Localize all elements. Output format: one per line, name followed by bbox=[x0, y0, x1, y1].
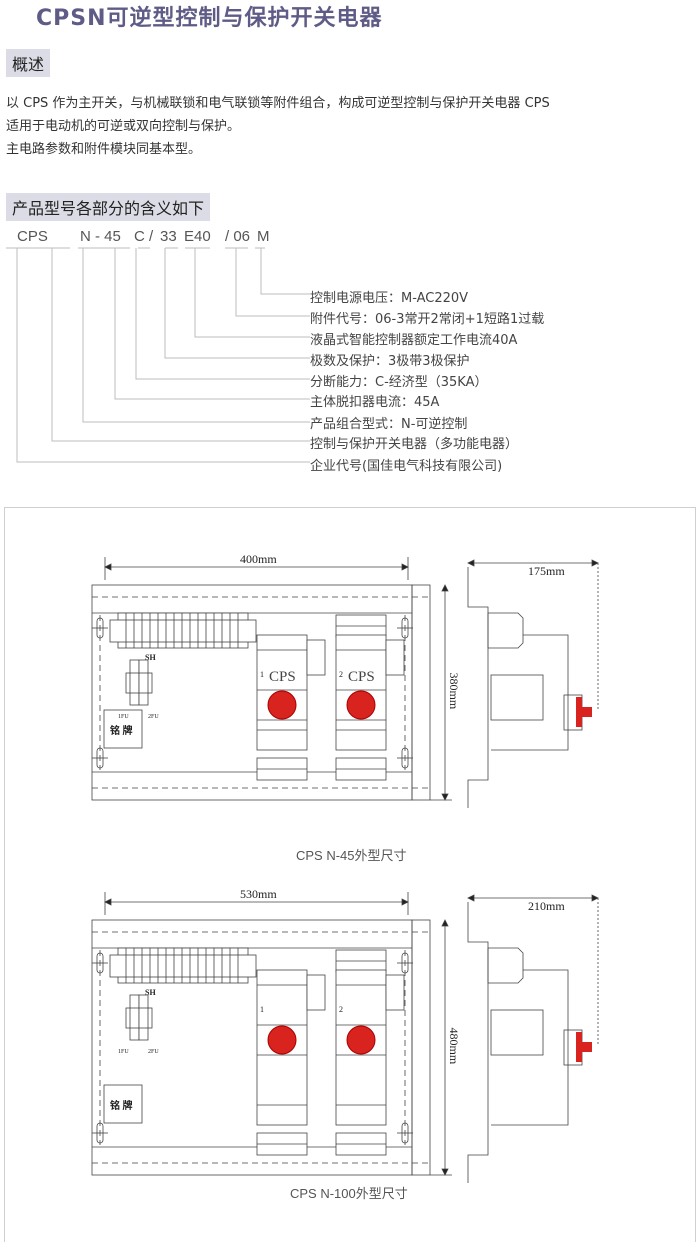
width-label: 530mm bbox=[240, 887, 277, 901]
fuse-label-1: 1FU bbox=[118, 714, 129, 720]
code-part-c: C / bbox=[134, 228, 154, 245]
nameplate-box bbox=[103, 709, 143, 749]
meaning-combination: 产品组合型式：N-可逆控制 bbox=[310, 417, 468, 432]
height-label: 380mm bbox=[447, 673, 461, 710]
fuse-label-2: 2FU bbox=[148, 714, 159, 720]
dimension-arrows bbox=[467, 894, 599, 902]
knob-side-cap bbox=[582, 1042, 592, 1052]
dimension-arrows bbox=[104, 898, 409, 906]
top-terminal-side bbox=[487, 947, 524, 984]
unit-number-1: 1 bbox=[260, 670, 264, 679]
knob-1 bbox=[267, 690, 297, 720]
overview-heading: 概述 bbox=[6, 49, 51, 77]
dimension-arrows bbox=[104, 563, 409, 571]
dimension-arrows bbox=[441, 584, 449, 801]
unit-brand-1: CPS bbox=[269, 669, 296, 685]
knob-side-red bbox=[576, 697, 582, 727]
meaning-breaking-capacity: 分断能力：C-经济型（35KA） bbox=[310, 375, 488, 390]
switch-body-side bbox=[491, 969, 569, 1126]
aux-contact bbox=[385, 974, 405, 1011]
enclosure-side bbox=[411, 919, 431, 1176]
nameplate-label: 铭 牌 bbox=[110, 1099, 133, 1112]
meaning-controller: 液晶式智能控制器额定工作电流40A bbox=[310, 333, 518, 348]
mounting-plate bbox=[467, 902, 489, 1183]
cpsn45-drawing: 400mm 380mm SH 1FU 2FU 铭 牌 1 CPS 2 CPS 175mm bbox=[91, 552, 599, 808]
front-view bbox=[91, 557, 452, 801]
depth-label: 210mm bbox=[528, 899, 565, 913]
unit-number-1: 1 bbox=[260, 1005, 264, 1014]
nameplate-label: 铭 牌 bbox=[110, 724, 133, 737]
knob-1 bbox=[267, 1025, 297, 1055]
code-part-n45: N - 45 bbox=[80, 228, 121, 245]
code-part-06: / 06 bbox=[225, 228, 251, 245]
dimension-arrows bbox=[441, 919, 449, 1176]
knob-side-red bbox=[576, 1032, 582, 1062]
overview-line-2: 适用于电动机的可逆或双向控制与保护。 bbox=[6, 119, 241, 134]
fuse-holder bbox=[125, 1007, 153, 1029]
fuse-label-1: 1FU bbox=[118, 1049, 129, 1055]
cps-unit-1 bbox=[256, 969, 308, 1126]
fuse-holder bbox=[125, 672, 153, 694]
model-heading: 产品型号各部分的含义如下 bbox=[6, 193, 211, 221]
fuse-label-2: 2FU bbox=[148, 1049, 159, 1055]
terminal-rail bbox=[109, 954, 257, 978]
model-leader-lines bbox=[6, 247, 310, 463]
fuse-1 bbox=[129, 659, 140, 706]
page-title: CPSN可逆型控制与保护开关电器 bbox=[36, 6, 383, 31]
meaning-control-voltage: 控制电源电压：M-AC220V bbox=[310, 291, 469, 306]
side-view bbox=[467, 559, 599, 808]
nameplate-box bbox=[103, 1084, 143, 1124]
dimension-arrows bbox=[467, 559, 599, 567]
top-terminal-side bbox=[487, 612, 524, 649]
code-part-m: M bbox=[257, 228, 270, 245]
knob-side-cap bbox=[582, 707, 592, 717]
aux-contact bbox=[306, 639, 326, 676]
controller-side bbox=[490, 1009, 544, 1056]
width-label: 400mm bbox=[240, 552, 277, 566]
switch-body-side bbox=[491, 634, 569, 751]
knob-2 bbox=[346, 1025, 376, 1055]
code-part-e40: E40 bbox=[184, 228, 211, 245]
fuse-2 bbox=[138, 994, 149, 1041]
drawing-frame bbox=[4, 507, 696, 1242]
meaning-trip-current: 主体脱扣器电流：45A bbox=[310, 395, 440, 410]
terminal-rail bbox=[109, 619, 257, 643]
height-label: 480mm bbox=[447, 1028, 461, 1065]
unit-number-2: 2 bbox=[339, 1005, 343, 1014]
code-part-33: 33 bbox=[160, 228, 177, 245]
mounting-plate bbox=[467, 567, 489, 808]
meaning-poles: 极数及保护：3极带3极保护 bbox=[310, 354, 470, 369]
knob-2 bbox=[346, 690, 376, 720]
unit-brand-2: CPS bbox=[348, 669, 375, 685]
terminal-label: SH bbox=[145, 988, 156, 997]
meaning-company: 企业代号(国佳电气科技有限公司) bbox=[310, 459, 503, 474]
meaning-accessory-code: 附件代号：06-3常开2常闭+1短路1过载 bbox=[310, 312, 545, 327]
unit-number-2: 2 bbox=[339, 670, 343, 679]
front-view bbox=[91, 892, 452, 1176]
fuse-2 bbox=[138, 659, 149, 706]
overview-line-1: 以 CPS 作为主开关，与机械联锁和电气联锁等附件组合，构成可逆型控制与保护开关… bbox=[6, 96, 550, 111]
meaning-product: 控制与保护开关电器（多功能电器） bbox=[310, 437, 519, 452]
terminal-label: SH bbox=[145, 653, 156, 662]
aux-contact bbox=[306, 974, 326, 1011]
fuse-1 bbox=[129, 994, 140, 1041]
side-view bbox=[467, 894, 599, 1183]
depth-label: 175mm bbox=[528, 564, 565, 578]
cpsn100-caption: CPS N-100外型尺寸 bbox=[290, 1186, 408, 1201]
controller-side bbox=[490, 674, 544, 721]
enclosure-side bbox=[411, 584, 431, 801]
code-part-cps: CPS bbox=[17, 228, 48, 245]
cpsn45-caption: CPS N-45外型尺寸 bbox=[296, 848, 407, 863]
aux-contact bbox=[385, 639, 405, 676]
cpsn100-drawing: 530mm 480mm SH 1FU 2FU 铭 牌 1 2 210mm bbox=[91, 887, 599, 1183]
overview-line-3: 主电路参数和附件模块同基本型。 bbox=[6, 142, 202, 157]
